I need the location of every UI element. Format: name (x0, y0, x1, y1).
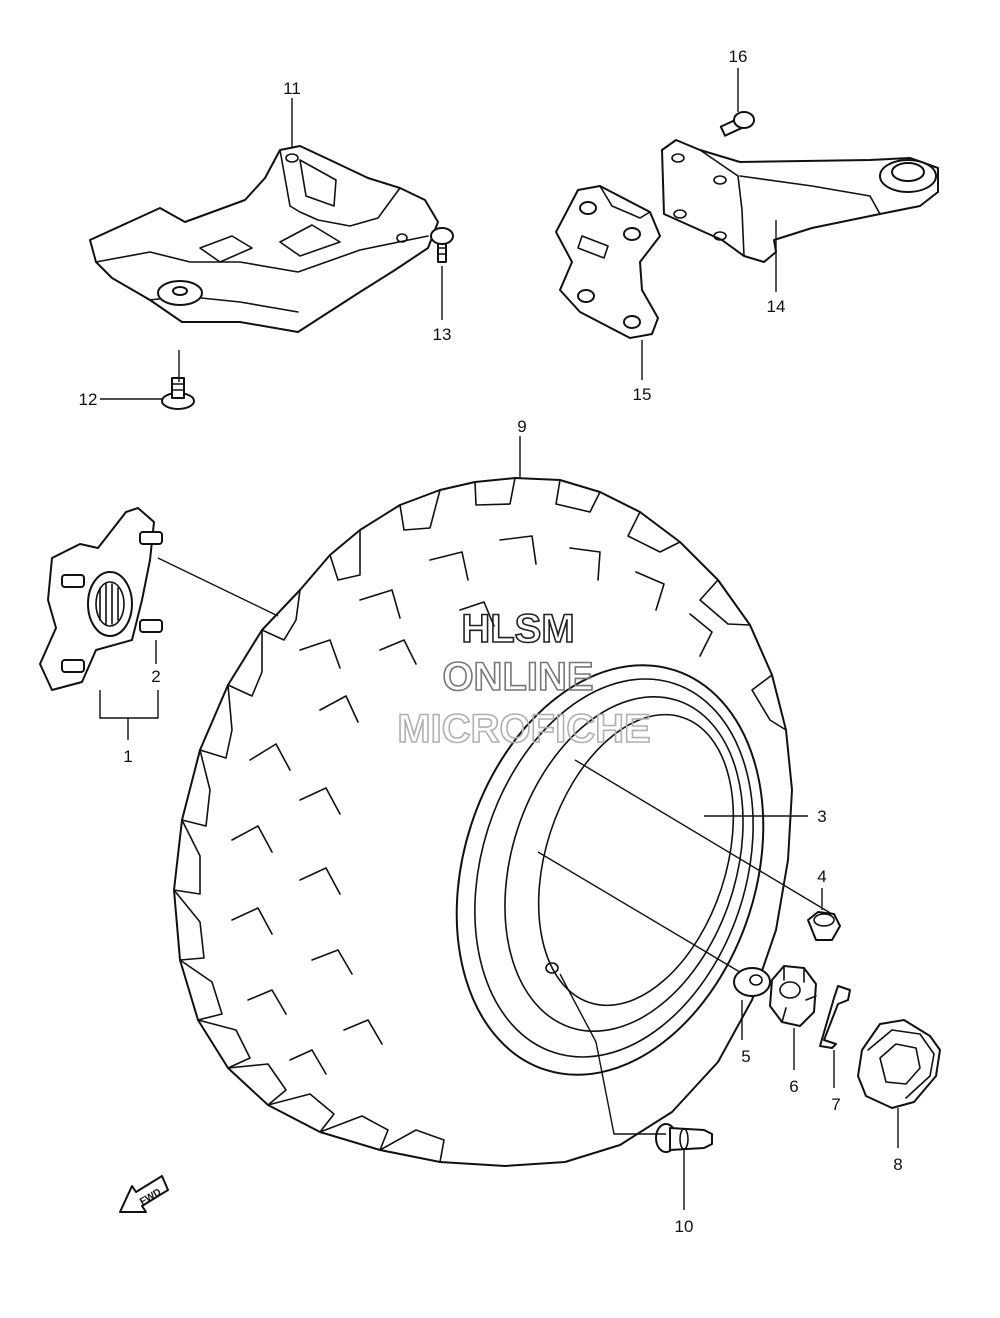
direction-arrow-fwd: FWD (119, 1175, 169, 1213)
part-7-cotter-pin (819, 985, 851, 1049)
part-8-hub-cap (857, 1019, 941, 1109)
callout-2: 2 (151, 667, 160, 686)
part-16-bolt (719, 111, 755, 137)
callout-8: 8 (893, 1155, 902, 1174)
callout-16: 16 (729, 47, 748, 66)
part-9-tire (173, 477, 793, 1167)
part-14-bracket (661, 139, 939, 263)
callout-6: 6 (789, 1077, 798, 1096)
callout-10: 10 (675, 1217, 694, 1236)
part-12-bolt (161, 377, 195, 410)
callout-14: 14 (767, 297, 786, 316)
part-10-valve-stem (655, 1123, 713, 1153)
leader-lines (99, 68, 899, 1210)
part-13-bolt (430, 227, 454, 263)
part-11-skid-plate (89, 145, 439, 333)
callout-9: 9 (517, 417, 526, 436)
watermark: HLSM ONLINE MICROFICHE (397, 606, 652, 752)
callout-5: 5 (741, 1047, 750, 1066)
callout-15: 15 (633, 385, 652, 404)
watermark-line-3: MICROFICHE (397, 707, 650, 751)
callout-3: 3 (817, 807, 826, 826)
watermark-line-1: HLSM (461, 607, 574, 651)
part-4-nut (807, 911, 841, 941)
axle-centerlines (537, 759, 833, 985)
callout-11: 11 (283, 79, 301, 98)
part-1-hub (39, 507, 155, 691)
part-6-castle-nut (769, 965, 817, 1027)
callout-labels: 1 2 3 4 5 6 7 8 9 10 11 12 13 14 15 16 (79, 47, 903, 1236)
part-15-clamp (555, 185, 661, 339)
part-5-washer (733, 967, 771, 997)
watermark-line-2: ONLINE (442, 655, 593, 699)
callout-1: 1 (123, 747, 132, 766)
part-2-stud (61, 531, 163, 673)
callout-12: 12 (79, 390, 98, 409)
callout-7: 7 (831, 1095, 840, 1114)
callout-4: 4 (817, 867, 826, 886)
callout-13: 13 (433, 325, 452, 344)
